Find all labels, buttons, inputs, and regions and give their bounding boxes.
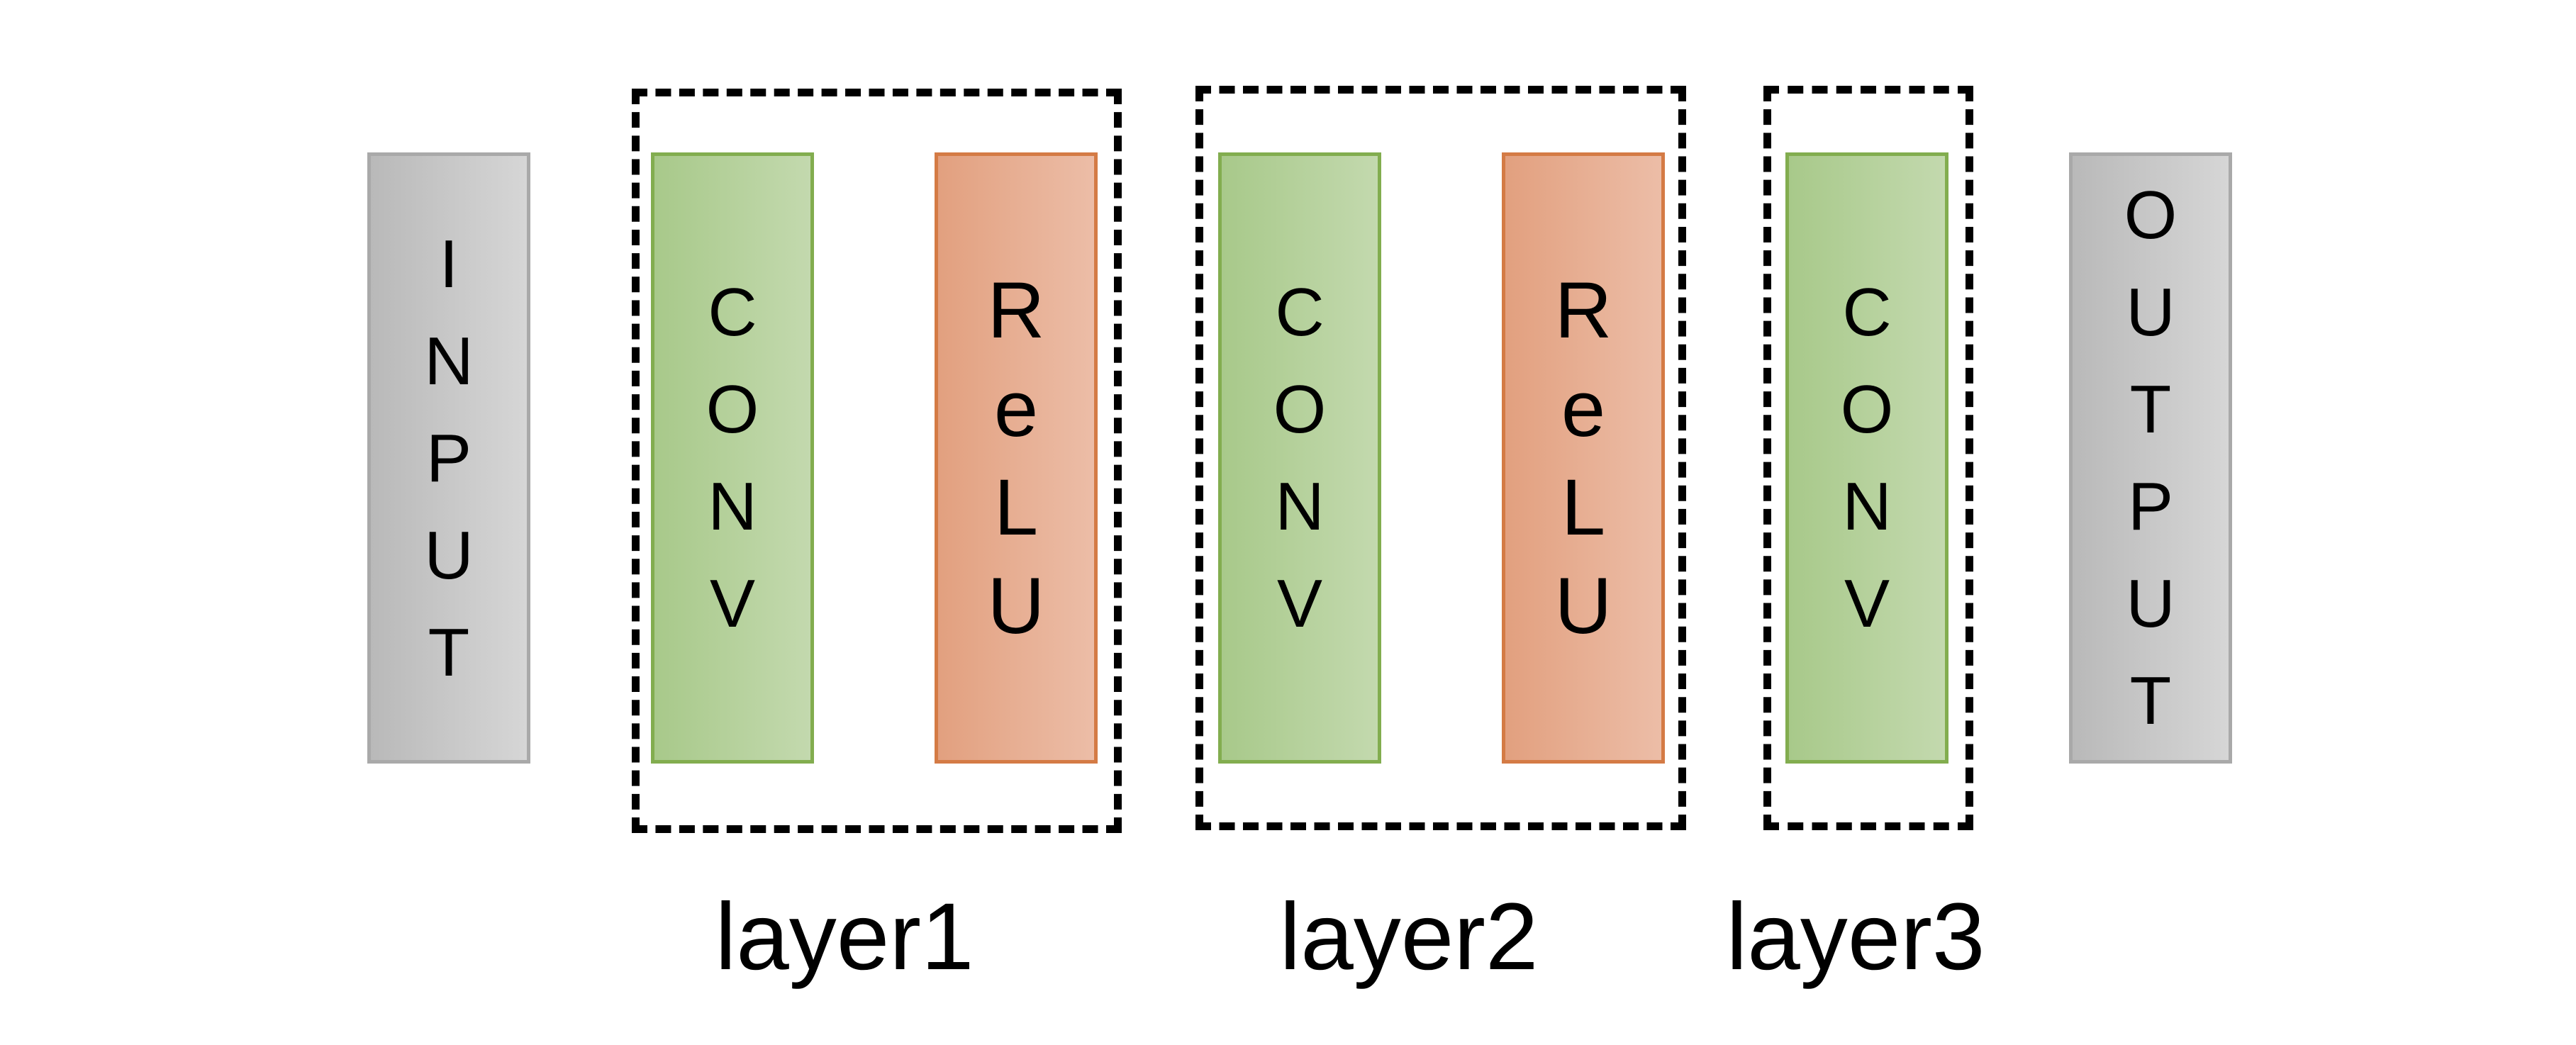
relu-block-text: R e L U — [988, 261, 1045, 655]
conv-letter: O — [706, 371, 759, 447]
conv-letter: O — [1840, 371, 1894, 447]
layer3-label: layer3 — [1726, 884, 1985, 990]
conv-letter: V — [1276, 566, 1322, 642]
output-letter: U — [2126, 566, 2175, 642]
relu-letter: R — [987, 266, 1045, 354]
relu-letter: U — [1554, 561, 1612, 650]
conv-letter: O — [1273, 371, 1327, 447]
relu-letter: U — [987, 561, 1045, 650]
layer3-group — [1763, 86, 1973, 830]
conv-letter: C — [1842, 274, 1892, 350]
output-block: O U T P U T — [2069, 152, 2232, 764]
layer2-conv-block: C O N V — [1218, 152, 1381, 764]
input-letter: I — [439, 225, 459, 302]
layer3-conv-block: C O N V — [1785, 152, 1948, 764]
conv-letter: C — [1275, 274, 1325, 350]
layer1-relu-block: R e L U — [935, 152, 1098, 764]
layer1-label: layer1 — [715, 884, 974, 990]
conv-letter: C — [708, 274, 757, 350]
output-letter: U — [2126, 274, 2175, 350]
conv-block-text: C O N V — [1841, 264, 1894, 652]
layer2-label: layer2 — [1279, 884, 1539, 990]
relu-block-text: R e L U — [1555, 261, 1612, 655]
layer2-relu-block: R e L U — [1502, 152, 1665, 764]
output-letter: T — [2129, 371, 2172, 447]
output-block-text: O U T P U T — [2124, 167, 2178, 749]
conv-letter: N — [708, 469, 757, 544]
input-block-text: I N P U T — [424, 216, 473, 701]
layer2-group — [1195, 86, 1686, 830]
input-letter: N — [424, 323, 474, 399]
relu-letter: L — [993, 463, 1039, 552]
conv-block-text: C O N V — [1273, 264, 1327, 652]
conv-block-text: C O N V — [706, 264, 759, 652]
layer1-conv-block: C O N V — [651, 152, 814, 764]
relu-letter: e — [993, 364, 1039, 453]
layer1-group — [632, 89, 1122, 833]
relu-letter: L — [1561, 463, 1606, 552]
output-letter: O — [2124, 177, 2178, 253]
output-letter: P — [2127, 469, 2173, 544]
relu-letter: e — [1561, 364, 1606, 453]
input-block: I N P U T — [367, 152, 530, 764]
conv-letter: N — [1842, 469, 1892, 544]
conv-letter: N — [1275, 469, 1325, 544]
input-letter: U — [424, 517, 474, 593]
relu-letter: R — [1554, 266, 1612, 354]
conv-letter: V — [709, 566, 755, 642]
output-letter: T — [2129, 663, 2172, 739]
input-letter: T — [428, 614, 470, 691]
conv-letter: V — [1844, 566, 1890, 642]
input-letter: P — [425, 420, 472, 496]
